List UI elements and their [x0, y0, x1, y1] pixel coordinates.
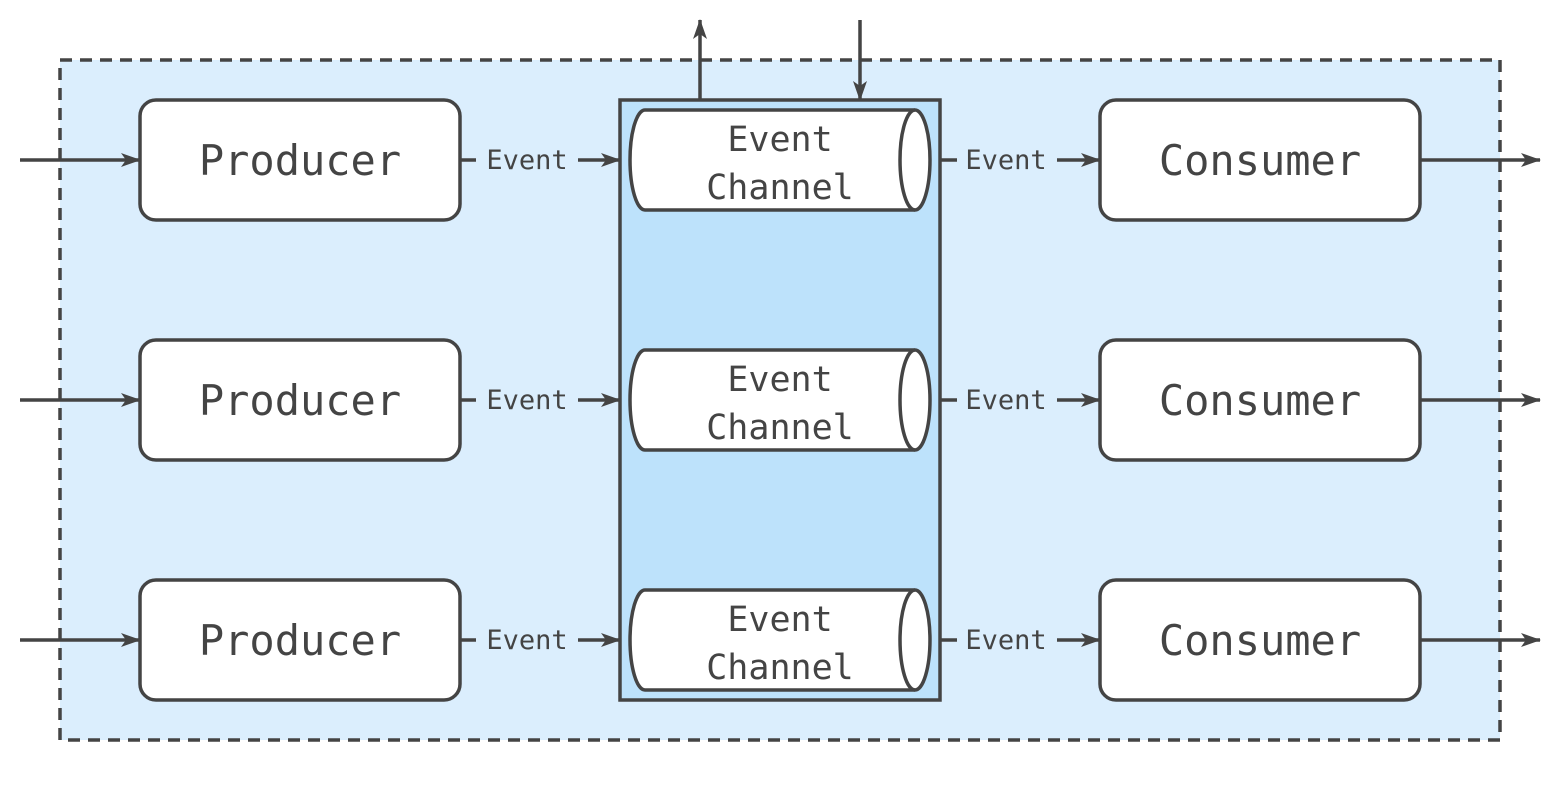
event-edge-in-label-2: Event	[486, 385, 567, 416]
consumer-label-2: Consumer	[1159, 376, 1361, 425]
event-channel-label-line1-3: Event	[727, 600, 832, 640]
event-edge-out-label-1: Event	[965, 145, 1046, 176]
producer-label-3: Producer	[199, 616, 401, 665]
event-channel-label-line2-3: Channel	[706, 648, 854, 688]
event-edge-in-label-1: Event	[486, 145, 567, 176]
event-channel-cap-1	[898, 108, 916, 212]
producer-label-2: Producer	[199, 376, 401, 425]
event-channel-label-line2-2: Channel	[706, 408, 854, 448]
event-edge-out-label-2: Event	[965, 385, 1046, 416]
consumer-label-1: Consumer	[1159, 136, 1361, 185]
producer-label-1: Producer	[199, 136, 401, 185]
event-channel-cap-2	[898, 348, 916, 452]
event-channel-cap-3	[898, 588, 916, 692]
event-edge-out-label-3: Event	[965, 625, 1046, 656]
event-channel-label-line1-1: Event	[727, 120, 832, 160]
event-channel-label-line2-1: Channel	[706, 168, 854, 208]
consumer-label-3: Consumer	[1159, 616, 1361, 665]
event-channel-label-line1-2: Event	[727, 360, 832, 400]
event-edge-in-label-3: Event	[486, 625, 567, 656]
